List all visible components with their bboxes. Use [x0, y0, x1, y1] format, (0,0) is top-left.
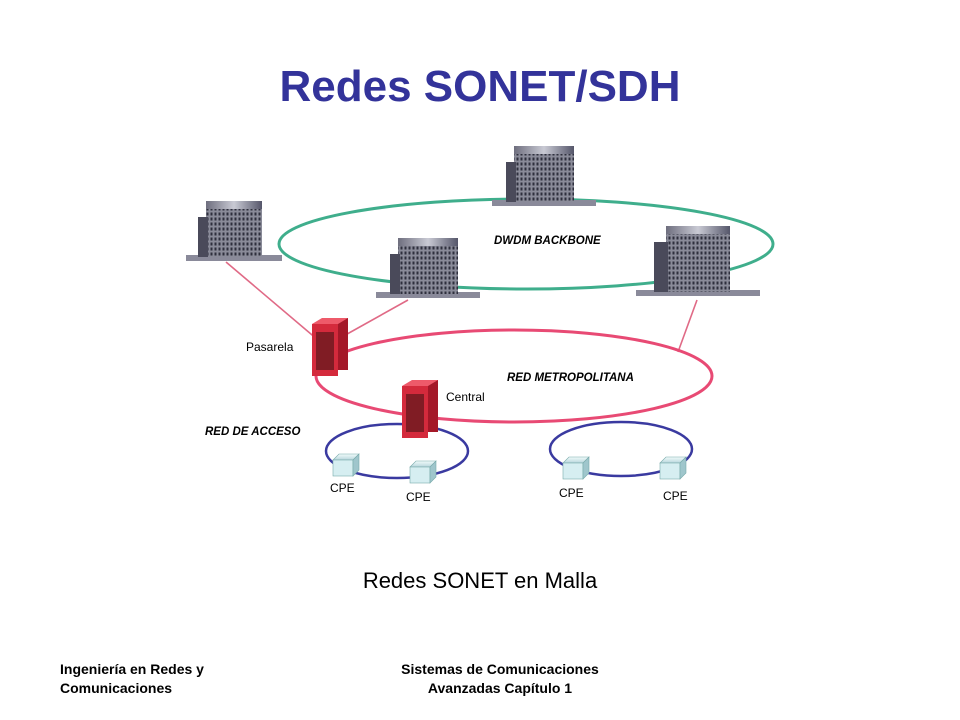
cpe-box-1	[332, 453, 360, 477]
footer-left-line2: Comunicaciones	[60, 680, 173, 696]
backbone-node-2	[492, 146, 596, 206]
gateway-label: Pasarela	[246, 340, 294, 354]
footer-right: Sistemas de Comunicaciones Avanzadas Cap…	[340, 660, 660, 698]
cpe-label-3: CPE	[559, 486, 584, 500]
backbone-node-4	[636, 226, 760, 296]
footer-left-line1: Ingeniería en Redes y	[60, 661, 204, 677]
central-router	[402, 380, 438, 438]
inter-ring-links	[225, 261, 698, 353]
link-backbone3-metro	[677, 299, 698, 353]
access-network-label: RED DE ACCESO	[205, 426, 300, 438]
gateway-router	[312, 318, 348, 376]
central-label: Central	[446, 390, 485, 404]
access-ring-right	[548, 420, 694, 478]
footer-right-line1: Sistemas de Comunicaciones	[401, 661, 599, 677]
cpe-label-2: CPE	[406, 490, 431, 504]
backbone-node-1	[186, 201, 282, 261]
footer-right-line2: Avanzadas Capítulo 1	[427, 680, 573, 696]
link-backbone2-gateway	[339, 299, 409, 339]
diagram-caption: Redes SONET en Malla	[362, 568, 598, 593]
backbone-ring-label: DWDM BACKBONE	[494, 235, 601, 247]
footer-left: Ingeniería en Redes y Comunicaciones	[60, 660, 204, 698]
cpe-box-2	[409, 460, 437, 484]
metro-ring-label: RED METROPOLITANA	[507, 372, 634, 384]
cpe-box-4	[659, 456, 687, 480]
cpe-label-4: CPE	[663, 489, 688, 503]
cpe-label-1: CPE	[330, 481, 355, 495]
slide-title: Redes SONET/SDH	[279, 62, 681, 111]
access-ring-left	[324, 422, 470, 480]
backbone-node-3	[376, 238, 480, 298]
link-backbone-gateway	[225, 261, 319, 341]
cpe-box-3	[562, 456, 590, 480]
